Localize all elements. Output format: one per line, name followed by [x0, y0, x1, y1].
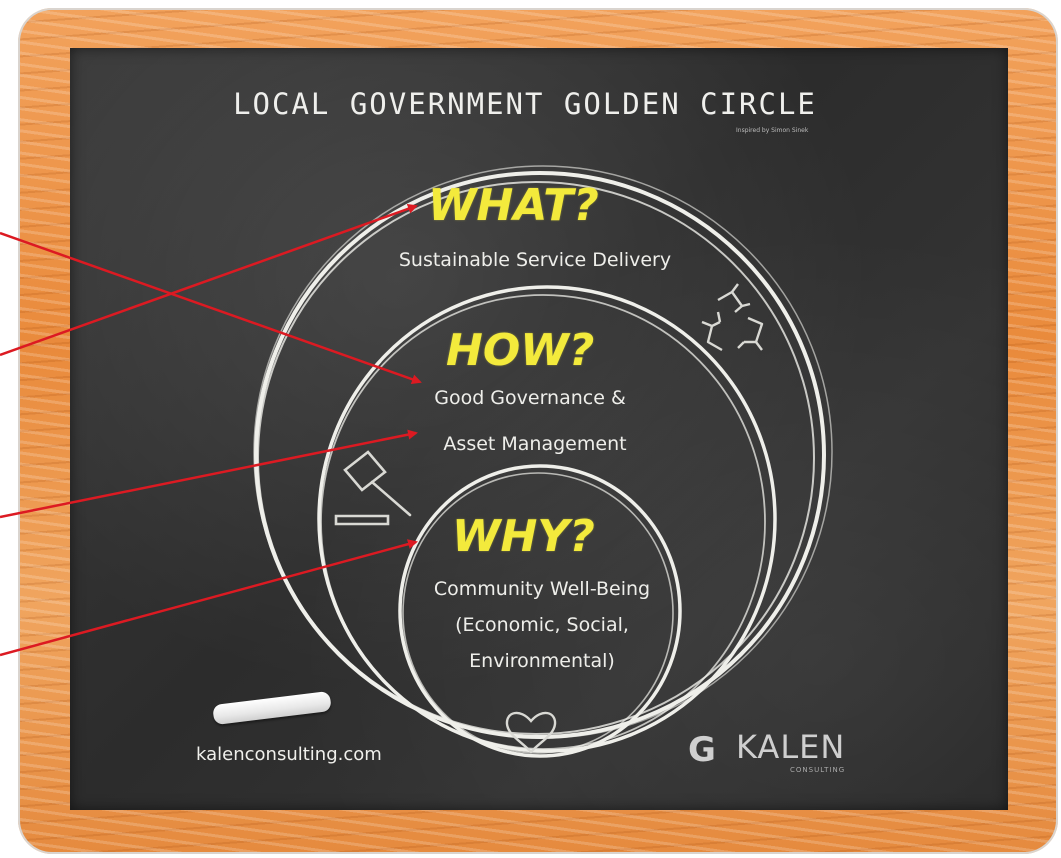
- why-heading: WHY?: [452, 511, 595, 562]
- diagram-title: LOCAL GOVERNMENT GOLDEN CIRCLE: [233, 87, 817, 121]
- arrow-to-what: [0, 203, 418, 357]
- why-description-line-1: Community Well-Being: [433, 578, 651, 600]
- heart-icon: [505, 711, 557, 754]
- what-description: Sustainable Service Delivery: [398, 249, 672, 271]
- how-description-line-1: Good Governance &: [434, 387, 626, 409]
- what-heading: WHAT?: [428, 180, 599, 231]
- why-description-line-2: (Economic, Social,: [455, 614, 629, 636]
- arrow-to-asset-management: [0, 429, 418, 519]
- kalen-logo-icon: G: [688, 730, 716, 770]
- why-description-line-3: Environmental): [469, 650, 615, 672]
- recycle-icon: [701, 283, 764, 352]
- how-circle: [317, 285, 777, 753]
- website-text: kalenconsulting.com: [196, 744, 382, 765]
- brand-tagline: CONSULTING: [790, 766, 846, 774]
- why-circle: [398, 464, 682, 758]
- what-circle: [253, 165, 833, 739]
- brand-name: KALEN: [736, 728, 846, 766]
- how-heading: HOW?: [446, 325, 595, 376]
- gavel-icon: [334, 450, 412, 526]
- title-credit: Inspired by Simon Sinek: [736, 127, 809, 134]
- how-description-line-2: Asset Management: [443, 433, 627, 455]
- arrow-to-why: [0, 539, 418, 657]
- arrow-to-how: [0, 231, 422, 385]
- red-arrows: [0, 203, 422, 657]
